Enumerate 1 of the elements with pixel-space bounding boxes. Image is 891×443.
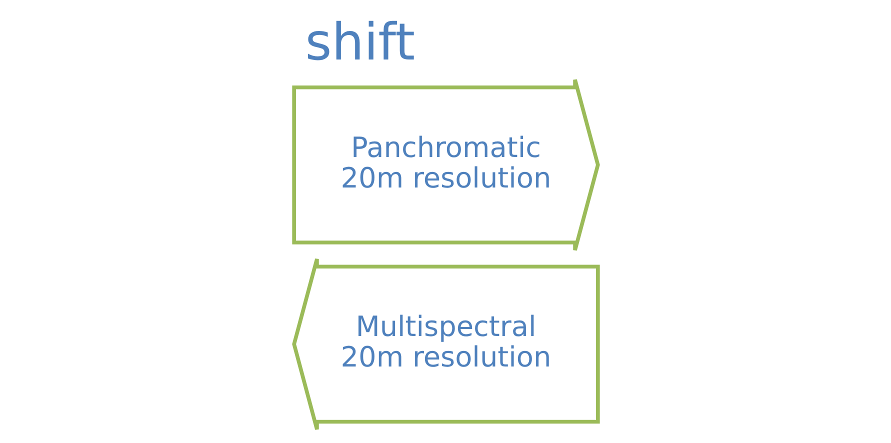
diagram-title: shift	[304, 12, 415, 72]
